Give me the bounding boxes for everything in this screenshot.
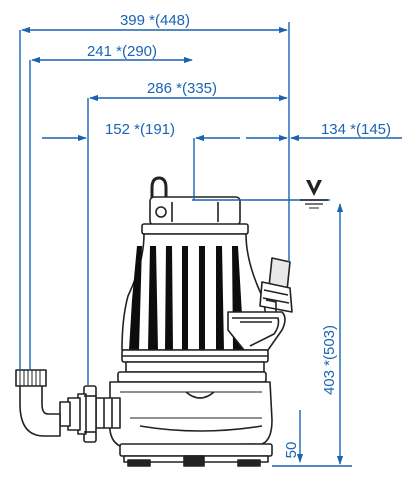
- elbow-pipe: [19, 383, 61, 437]
- dimension-lines: [21, 26, 402, 465]
- motor-top-cap: [149, 196, 241, 226]
- dim-overall-width: 399 *(448): [120, 12, 190, 29]
- pump-base: [119, 443, 273, 457]
- dim-center-to-cable: 134 *(145): [321, 121, 391, 138]
- dim-flange-to-cable: 286 *(335): [147, 80, 217, 97]
- dim-inlet-to-center: 241 *(290): [87, 43, 157, 60]
- pump-outline: [15, 176, 293, 467]
- thread-lines: [19, 370, 41, 386]
- dim-total-height: 403 *(503): [321, 325, 338, 395]
- lifting-eye: [155, 206, 167, 218]
- dim-flange-to-center: 152 *(191): [105, 121, 175, 138]
- dim-base-height: 50: [283, 442, 300, 459]
- discharge-pipe: [95, 397, 121, 429]
- water-level-symbol-icon: [300, 180, 328, 209]
- lifting-handle: [150, 176, 168, 205]
